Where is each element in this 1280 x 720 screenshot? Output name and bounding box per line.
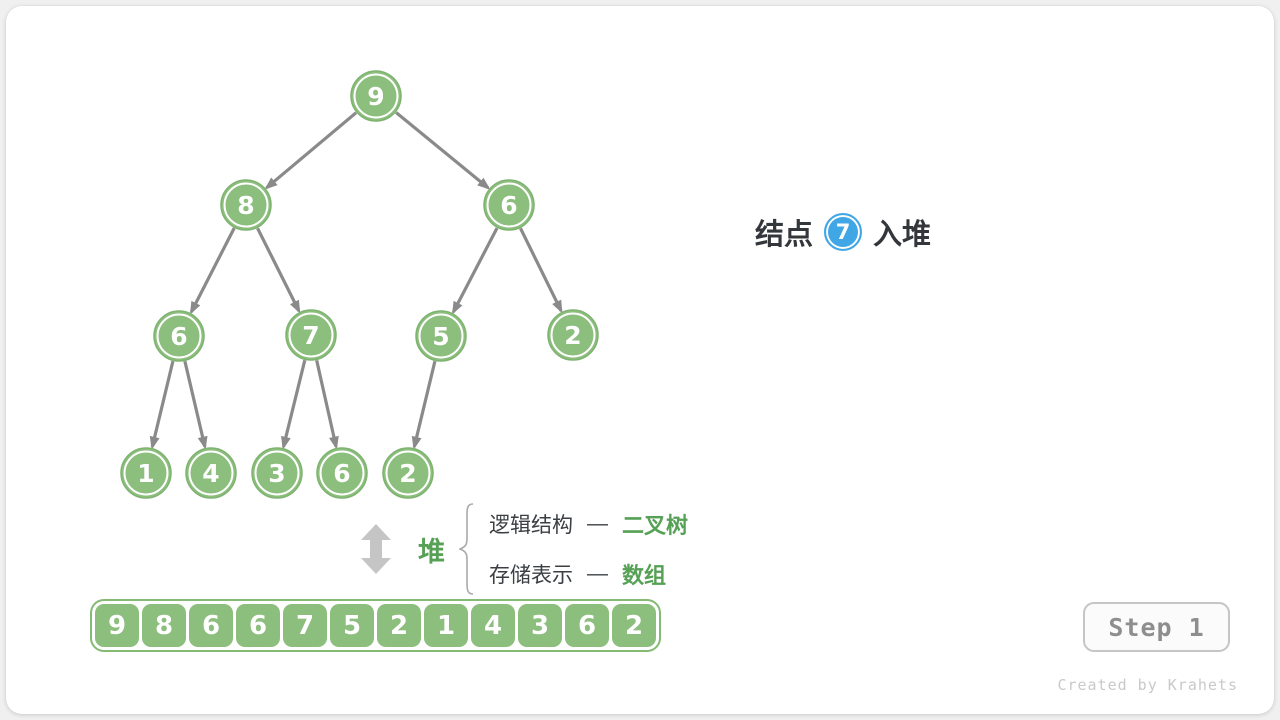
tree-node-value: 6 [170, 322, 187, 351]
legend-row-term: 二叉树 [622, 513, 689, 538]
tree-node: 3 [251, 447, 303, 499]
heap-tree-diagram: 9 8 6 6 7 5 2 1 4 3 6 2 [120, 70, 599, 499]
credit-text: Created by Krahets [1057, 676, 1238, 694]
tree-edge [189, 227, 236, 315]
tree-node-value: 1 [137, 459, 154, 488]
heap-label: 堆 [418, 536, 445, 567]
tree-node-value: 3 [268, 459, 285, 488]
array-cell: 3 [518, 604, 562, 647]
array-cell: 1 [424, 604, 468, 647]
tree-node: 2 [382, 447, 434, 499]
tree-edge [149, 360, 175, 450]
tree-edge [281, 359, 307, 450]
tree-node: 5 [415, 310, 467, 362]
array-cell: 2 [612, 604, 656, 647]
inserted-node-value: 7 [835, 220, 851, 244]
array-cell: 4 [471, 604, 515, 647]
tree-node-value: 8 [237, 191, 254, 220]
caption-suffix: 入堆 [873, 219, 932, 251]
tree-node: 6 [316, 447, 368, 499]
array-cell: 7 [283, 604, 327, 647]
legend-rows: 逻辑结构 — 二叉树存储表示 — 数组 [489, 508, 688, 590]
legend-row-label: 存储表示 [489, 564, 573, 587]
tree-edge [519, 227, 563, 314]
legend-row: 存储表示 — 数组 [489, 558, 688, 590]
tree-node-value: 7 [302, 321, 319, 350]
array-cell: 9 [95, 604, 139, 647]
tree-node: 8 [220, 179, 272, 231]
legend-row-dash: — [587, 512, 608, 535]
tree-node-value: 5 [432, 322, 449, 351]
legend-row-label: 逻辑结构 [489, 514, 573, 537]
tree-node-value: 6 [333, 459, 350, 488]
inserted-node-badge: 7 [824, 213, 863, 251]
tree-node-value: 2 [399, 459, 416, 488]
legend-row-dash: — [587, 562, 608, 585]
array-cell: 6 [236, 604, 280, 647]
legend: 堆 逻辑结构 — 二叉树存储表示 — 数组 [361, 501, 688, 597]
tree-node: 4 [185, 447, 237, 499]
brace-icon [459, 503, 474, 595]
tree-edge [256, 227, 301, 314]
legend-row: 逻辑结构 — 二叉树 [489, 508, 688, 540]
tree-node-value: 4 [202, 459, 219, 488]
array-cell: 6 [189, 604, 233, 647]
tree-node: 6 [483, 179, 535, 231]
caption-prefix: 结点 [755, 219, 814, 251]
tree-node-value: 6 [500, 191, 517, 220]
tree-node-value: 9 [367, 82, 384, 111]
tree-node: 6 [153, 310, 205, 362]
caption: 结点 7 入堆 [755, 210, 931, 254]
tree-edge [395, 111, 491, 190]
tree-edge [411, 360, 437, 450]
step-button[interactable]: Step 1 [1083, 602, 1230, 652]
tree-edge [451, 227, 499, 315]
tree-node-value: 2 [564, 321, 581, 350]
array-cell: 2 [377, 604, 421, 647]
content-card [6, 6, 1274, 714]
array-cell: 6 [565, 604, 609, 647]
tree-node: 2 [547, 309, 599, 361]
tree-edge [264, 111, 358, 190]
tree-node: 7 [285, 309, 337, 361]
tree-node: 9 [350, 70, 402, 122]
tree-node: 1 [120, 447, 172, 499]
up-down-arrow-icon [361, 524, 391, 574]
tree-edge [315, 360, 339, 450]
tree-edge [183, 360, 208, 450]
array-cell: 8 [142, 604, 186, 647]
legend-row-term: 数组 [622, 563, 667, 588]
array-cell: 5 [330, 604, 374, 647]
